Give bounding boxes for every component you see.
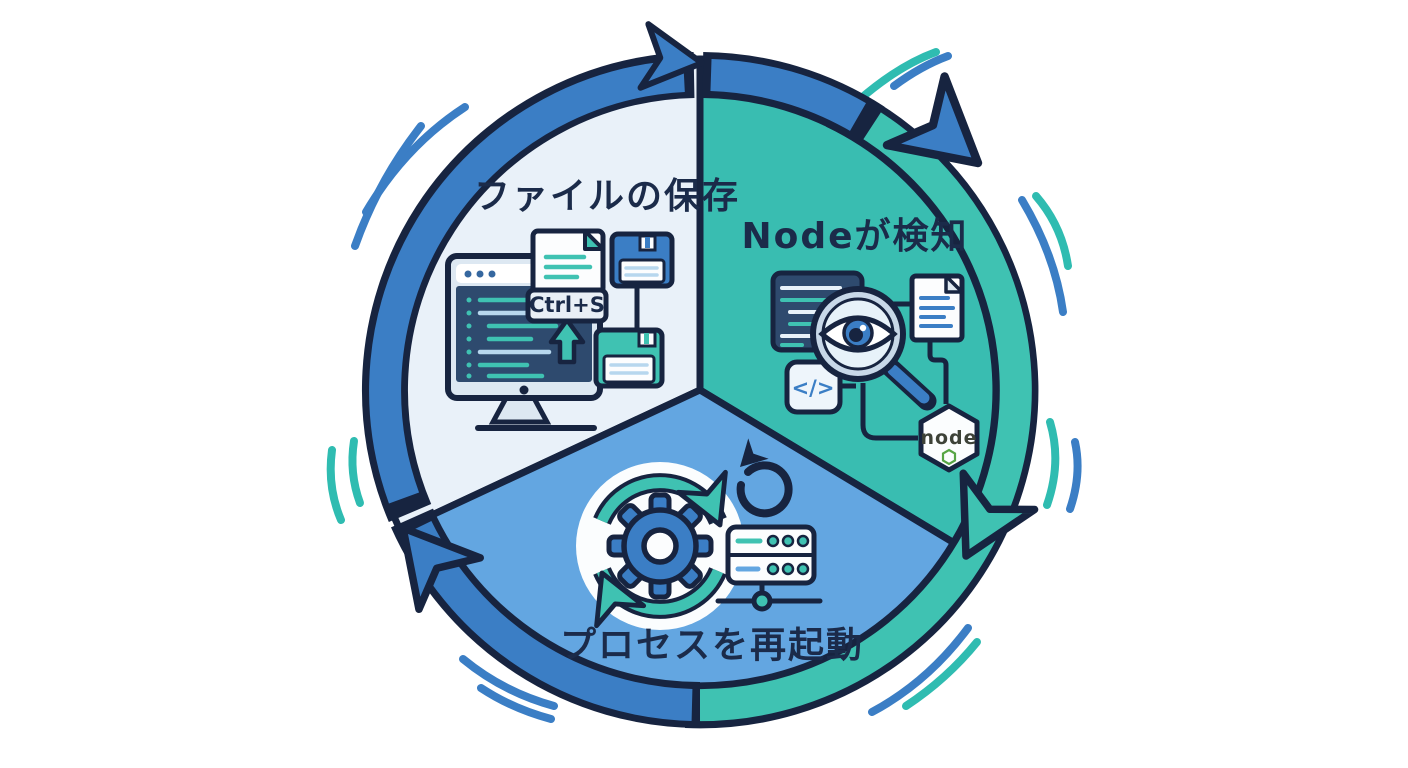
code-glyph-label: </> — [792, 376, 835, 400]
save-icon-group: Ctrl+S — [445, 228, 675, 431]
floppy-disk-blue-icon — [609, 231, 675, 289]
arrowhead-teal — [959, 469, 1039, 560]
speed-lines-left — [326, 437, 364, 524]
gear-icon — [606, 492, 714, 600]
saved-document-icon — [530, 228, 606, 296]
watched-document-icon — [909, 273, 965, 343]
refresh-icon — [736, 438, 793, 518]
arrowhead-right — [882, 72, 983, 168]
floppy-disk-teal-icon — [593, 327, 665, 389]
ring-arrow-left — [362, 52, 695, 522]
speed-lines-upper-left — [351, 103, 469, 250]
speed-lines-top-right — [1018, 192, 1072, 316]
ctrl-s-badge: Ctrl+S — [525, 287, 609, 324]
speed-lines-right — [1043, 418, 1082, 513]
magnifier-eye-icon — [810, 286, 937, 411]
step-label-file-save: ファイルの保存 — [474, 176, 740, 217]
nodejs-badge-icon — [941, 448, 957, 466]
server-icon — [715, 524, 823, 612]
speed-lines-bottom-right — [868, 624, 981, 716]
code-tile-icon: </> — [784, 359, 843, 415]
speed-lines-top — [855, 48, 952, 104]
save-up-arrow-icon — [548, 317, 586, 365]
arrowhead-top — [637, 21, 705, 91]
nodejs-label: node — [920, 427, 977, 449]
cycle-arrows-icon — [593, 469, 728, 629]
detect-icon-group: </> node — [770, 270, 980, 473]
ring-arrow-top — [702, 52, 885, 146]
network-node-dot — [751, 590, 773, 612]
step-label-node-detect: Nodeが検知 — [741, 216, 968, 257]
nodejs-hexagon-icon: node — [918, 403, 980, 473]
restart-icon-group — [576, 438, 823, 630]
ring-arrow-teal — [684, 85, 1039, 729]
arrowhead-bottom-left — [399, 524, 484, 613]
speed-lines-bottom-left — [459, 655, 558, 723]
ctrl-s-label: Ctrl+S — [529, 293, 605, 317]
step-label-process-restart: プロセスを再起動 — [560, 625, 864, 666]
